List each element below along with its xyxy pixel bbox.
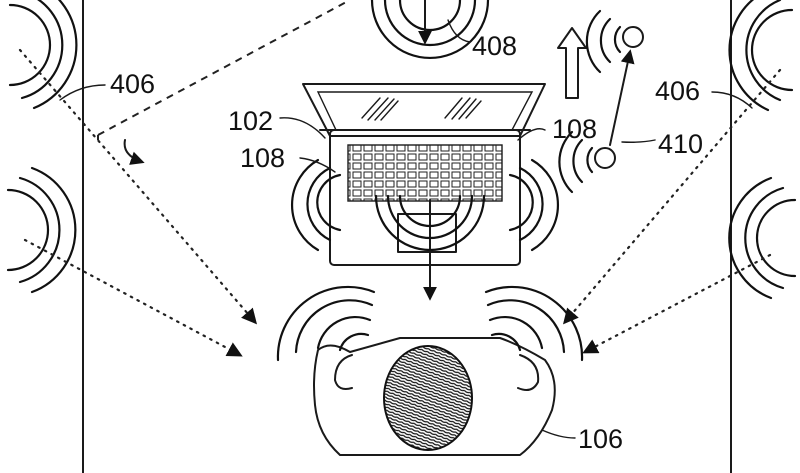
left-edge-emitter-top — [8, 0, 78, 110]
ref-label-408: 408 — [472, 31, 517, 61]
up-arrow-icon — [557, 27, 587, 99]
leader-lines — [59, 19, 753, 439]
ref-label-410: 410 — [658, 129, 703, 159]
ref-label-106: 106 — [578, 424, 623, 454]
trackpad — [397, 213, 457, 253]
field-boundary-dashed — [97, 0, 351, 140]
device-410 — [558, 9, 644, 194]
ref-label-108-left: 108 — [240, 143, 285, 173]
keyboard — [347, 144, 503, 202]
head — [383, 345, 473, 451]
right-edge-emitter-bottom — [728, 176, 797, 300]
laptop-device — [291, 83, 559, 301]
room-boundaries — [82, 0, 732, 473]
top-emitter — [370, 0, 490, 60]
ref-label-102: 102 — [228, 106, 273, 136]
ref-label-406-left: 406 — [110, 69, 155, 99]
ref-label-406-right: 406 — [655, 76, 700, 106]
screen-glare — [361, 97, 482, 121]
left-edge-emitter-bottom — [6, 166, 77, 294]
user-top-view — [276, 285, 584, 456]
curved-arrow-icon — [123, 139, 145, 165]
ref-label-108-right: 108 — [552, 114, 597, 144]
signal-paths — [18, 48, 782, 357]
right-edge-emitter-top — [728, 0, 794, 112]
